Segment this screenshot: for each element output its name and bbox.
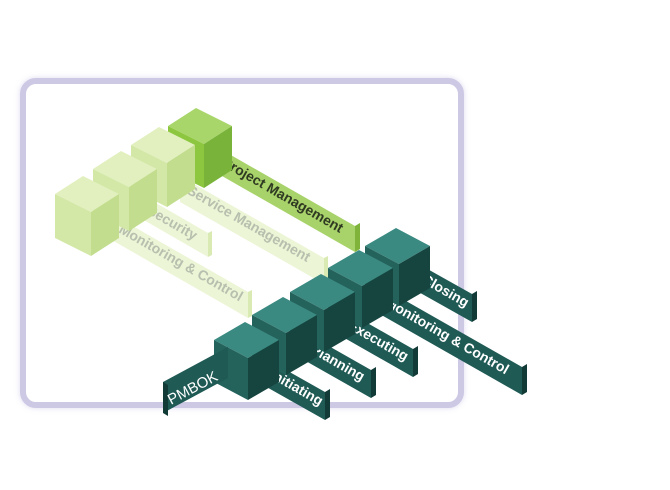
bottom-group: Closing Monitoring & Control Executing P… bbox=[163, 228, 527, 420]
top-cube-0 bbox=[55, 176, 119, 256]
pmbok-label: PMBOK bbox=[163, 347, 228, 416]
